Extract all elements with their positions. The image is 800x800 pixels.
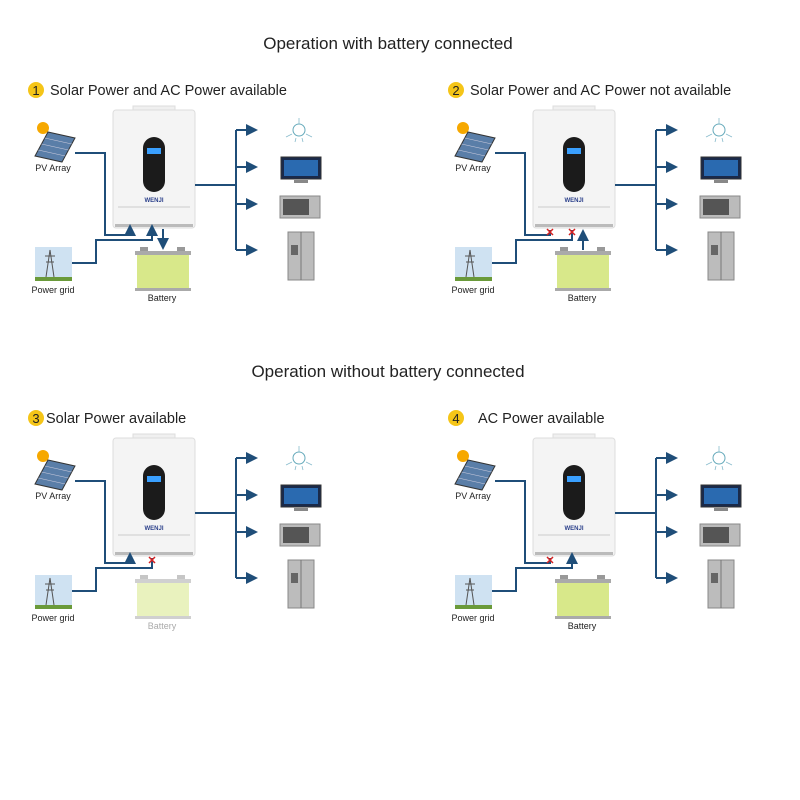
battery-icon <box>555 575 611 619</box>
inverter: WENJI <box>112 105 196 229</box>
display-panel <box>563 465 585 520</box>
output-bus <box>615 458 657 578</box>
solar-panel-icon <box>454 122 496 163</box>
power-grid-icon <box>455 247 492 281</box>
panel-number: 2 <box>452 83 459 98</box>
panel-title: Solar Power available <box>46 411 186 427</box>
light-bulb-icon <box>285 446 313 471</box>
pv-array-label: PV Array <box>35 163 71 173</box>
tv-icon <box>700 156 742 183</box>
pv-line <box>495 152 551 236</box>
power-grid-icon <box>35 247 72 281</box>
battery-label: Battery <box>568 621 597 631</box>
number-badge <box>448 410 464 426</box>
refrigerator-icon <box>287 231 315 281</box>
pv-array-label: PV Array <box>455 491 491 501</box>
inverter: WENJI <box>532 105 616 229</box>
microwave-icon <box>279 523 321 547</box>
brand-logo: WENJI <box>564 526 583 532</box>
refrigerator-icon <box>707 231 735 281</box>
battery-icon <box>135 575 191 619</box>
solar-panel-icon <box>34 450 76 491</box>
solar-panel-icon <box>34 122 76 163</box>
light-bulb-icon <box>705 118 733 143</box>
output-bus <box>615 130 657 250</box>
battery-icon <box>555 247 611 291</box>
output-bus <box>195 130 237 250</box>
pv-disconnected-icon <box>546 228 554 236</box>
number-badge <box>28 82 44 98</box>
tv-icon <box>700 484 742 511</box>
panel-2: 2 Solar Power and AC Power not availableP… <box>448 82 742 303</box>
panel-title: Solar Power and AC Power not available <box>470 83 731 99</box>
refrigerator-icon <box>287 559 315 609</box>
inverter: WENJI <box>112 433 196 557</box>
panel-title: Solar Power and AC Power available <box>50 83 287 99</box>
pv-line <box>75 480 136 564</box>
pv-line <box>495 480 551 564</box>
light-bulb-icon <box>705 446 733 471</box>
number-badge <box>448 82 464 98</box>
panel-number: 4 <box>452 411 459 426</box>
display-panel <box>143 137 165 192</box>
output-bus <box>195 458 237 578</box>
battery-icon <box>135 247 191 291</box>
panel-number: 3 <box>32 411 39 426</box>
battery-label: Battery <box>568 293 597 303</box>
power-grid-label: Power grid <box>31 285 74 295</box>
battery-label: Battery <box>148 293 177 303</box>
inverter: WENJI <box>532 433 616 557</box>
brand-logo: WENJI <box>564 198 583 204</box>
power-grid-icon <box>455 575 492 609</box>
power-grid-label: Power grid <box>31 613 74 623</box>
brand-logo: WENJI <box>144 526 163 532</box>
grid-disconnected-icon <box>148 556 156 564</box>
pv-array-label: PV Array <box>35 491 71 501</box>
number-badge <box>28 410 44 426</box>
display-panel <box>143 465 165 520</box>
power-grid-icon <box>35 575 72 609</box>
solar-panel-icon <box>454 450 496 491</box>
power-grid-label: Power grid <box>451 285 494 295</box>
pv-array-label: PV Array <box>455 163 491 173</box>
tv-icon <box>280 484 322 511</box>
refrigerator-icon <box>707 559 735 609</box>
microwave-icon <box>279 195 321 219</box>
tv-icon <box>280 156 322 183</box>
grid-line <box>72 558 153 592</box>
panel-title: AC Power available <box>478 411 605 427</box>
section-title-with-battery: Operation with battery connected <box>263 34 512 53</box>
grid-line <box>72 224 158 264</box>
section-title-without-battery: Operation without battery connected <box>251 362 524 381</box>
power-grid-label: Power grid <box>451 613 494 623</box>
grid-line <box>492 552 578 592</box>
panel-number: 1 <box>32 83 39 98</box>
pv-line <box>75 152 136 236</box>
grid-disconnected-icon <box>568 228 576 236</box>
pv-disconnected-icon <box>546 556 554 564</box>
display-panel <box>563 137 585 192</box>
light-bulb-icon <box>285 118 313 143</box>
grid-line <box>492 230 573 264</box>
brand-logo: WENJI <box>144 198 163 204</box>
battery-label: Battery <box>148 621 177 631</box>
microwave-icon <box>699 195 741 219</box>
microwave-icon <box>699 523 741 547</box>
panel-1: 1 Solar Power and AC Power available PV Ar… <box>28 82 322 303</box>
